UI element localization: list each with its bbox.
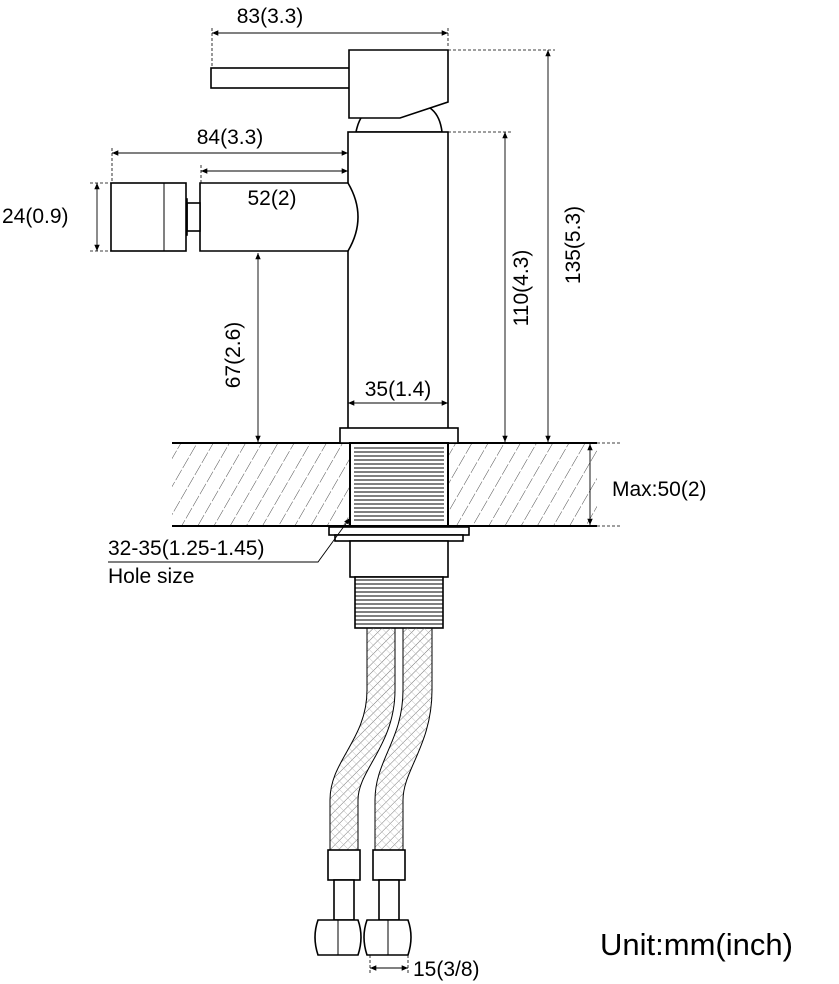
max-deck-label: Max:50(2) <box>612 478 707 501</box>
hole-size-label: Hole size <box>108 565 194 588</box>
spout-reach-label: 84(3.3) <box>197 126 264 149</box>
faucet-handle <box>210 49 449 133</box>
handle-width-label: 83(3.3) <box>237 5 304 28</box>
faucet-body <box>347 131 449 433</box>
body-diameter-label: 35(1.4) <box>365 378 432 401</box>
hose-connector-label: 15(3/8) <box>413 958 480 981</box>
spout-clearance-label: 67(2.6) <box>222 322 245 389</box>
body-height-label: 110(4.3) <box>510 250 533 327</box>
dimension-lines <box>90 28 620 975</box>
spout-length-label: 52(2) <box>247 187 296 210</box>
spout-height-label: 24(0.9) <box>2 205 69 228</box>
unit-label: Unit:mm(inch) <box>600 927 793 962</box>
supply-hoses <box>314 627 433 956</box>
mounting-shank <box>328 427 470 629</box>
spout <box>110 182 359 252</box>
total-height-label: 135(5.3) <box>562 206 585 284</box>
hole-size-value: 32-35(1.25-1.45) <box>108 537 264 560</box>
